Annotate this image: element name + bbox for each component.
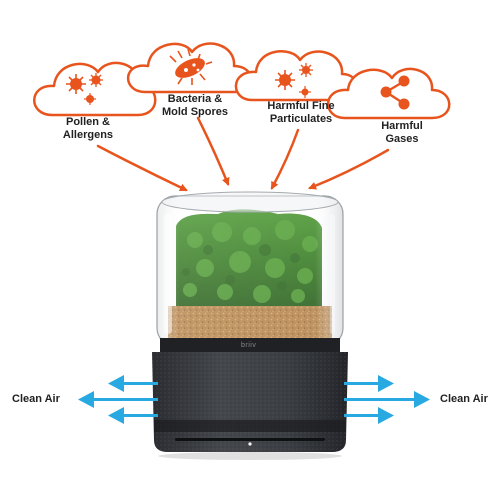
threat-label-line: Bacteria & bbox=[167, 93, 223, 105]
threat-label-line: Harmful bbox=[381, 120, 423, 132]
inflow-arrow bbox=[308, 148, 390, 190]
particulates-icon bbox=[275, 63, 313, 98]
threat-label-gases: Harmful Gases bbox=[367, 120, 437, 146]
inflow-arrow bbox=[196, 116, 230, 186]
gases-icon bbox=[380, 75, 410, 110]
inflow-arrow bbox=[96, 144, 188, 192]
threat-label-line: Mold Spores bbox=[161, 106, 228, 118]
clean-air-label-left: Clean Air bbox=[12, 393, 60, 405]
moss-air-purifier-image bbox=[152, 191, 348, 460]
clean-air-label-right: Clean Air bbox=[440, 393, 488, 405]
threat-label-line: Pollen & bbox=[65, 116, 110, 128]
cloud-shape bbox=[33, 61, 157, 117]
threat-label-line: Allergens bbox=[62, 129, 114, 141]
bacteria-icon bbox=[169, 48, 213, 85]
device-brand-logo: briiv bbox=[241, 342, 257, 349]
inflow-arrow bbox=[270, 128, 300, 190]
threat-label-line: Particulates bbox=[269, 113, 333, 125]
threat-label-line: Harmful Fine bbox=[267, 100, 335, 112]
threat-label-pollen: Pollen & Allergens bbox=[58, 116, 118, 142]
threat-label-particulates: Harmful Fine Particulates bbox=[262, 100, 340, 126]
threat-label-line: Gases bbox=[385, 133, 419, 145]
outflow-arrow-icon bbox=[78, 375, 430, 424]
threat-label-bacteria: Bacteria & Mold Spores bbox=[160, 93, 230, 119]
pollen-icon bbox=[66, 73, 103, 105]
